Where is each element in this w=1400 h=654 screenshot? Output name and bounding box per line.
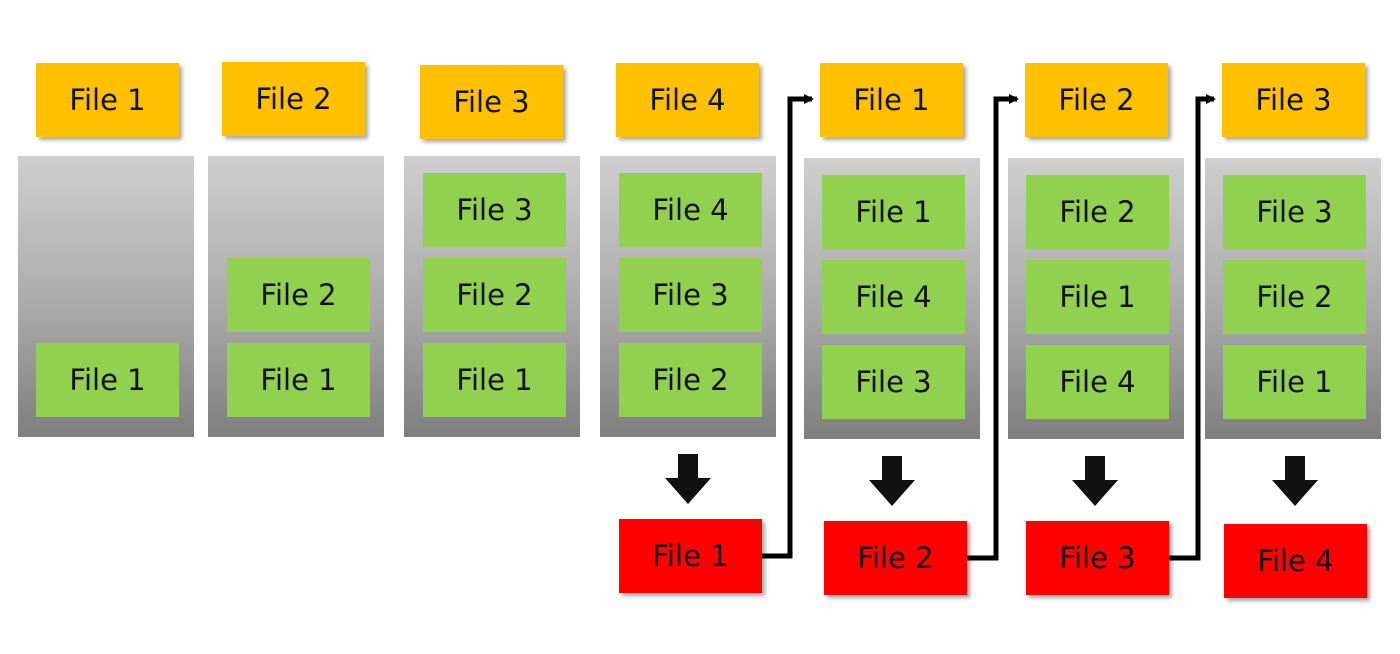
cached-file-box: File 3 (619, 258, 762, 332)
cached-file-box: File 4 (1026, 345, 1169, 419)
down-arrow-icon (1272, 456, 1318, 506)
down-arrow-icon (869, 456, 915, 506)
down-arrow-icon (1072, 456, 1118, 506)
evicted-file-box: File 4 (1224, 524, 1367, 598)
cached-file-box: File 1 (423, 343, 566, 417)
cached-file-box: File 2 (619, 343, 762, 417)
elbow-connector-arrow (1169, 94, 1216, 561)
cached-file-box: File 2 (1223, 260, 1366, 334)
evicted-file-box: File 2 (824, 521, 967, 595)
cached-file-box: File 3 (1223, 175, 1366, 249)
request-file-box: File 1 (820, 63, 963, 137)
evicted-file-box: File 1 (619, 519, 762, 593)
cached-file-box: File 4 (619, 173, 762, 247)
cached-file-box: File 2 (423, 258, 566, 332)
request-file-box: File 3 (420, 65, 563, 139)
request-file-box: File 1 (36, 63, 179, 137)
cached-file-box: File 3 (423, 173, 566, 247)
cached-file-box: File 1 (1223, 345, 1366, 419)
request-file-box: File 2 (222, 62, 365, 136)
cached-file-box: File 1 (227, 343, 370, 417)
cached-file-box: File 1 (36, 343, 179, 417)
evicted-file-box: File 3 (1026, 521, 1169, 595)
elbow-connector-arrow (967, 94, 1019, 561)
cached-file-box: File 2 (227, 258, 370, 332)
cached-file-box: File 3 (822, 345, 965, 419)
request-file-box: File 2 (1025, 63, 1168, 137)
request-file-box: File 4 (616, 63, 759, 137)
cached-file-box: File 1 (1026, 260, 1169, 334)
elbow-connector-arrow (762, 94, 814, 559)
cached-file-box: File 4 (822, 260, 965, 334)
down-arrow-icon (665, 454, 711, 504)
cached-file-box: File 1 (822, 175, 965, 249)
request-file-box: File 3 (1222, 63, 1365, 137)
cached-file-box: File 2 (1026, 175, 1169, 249)
